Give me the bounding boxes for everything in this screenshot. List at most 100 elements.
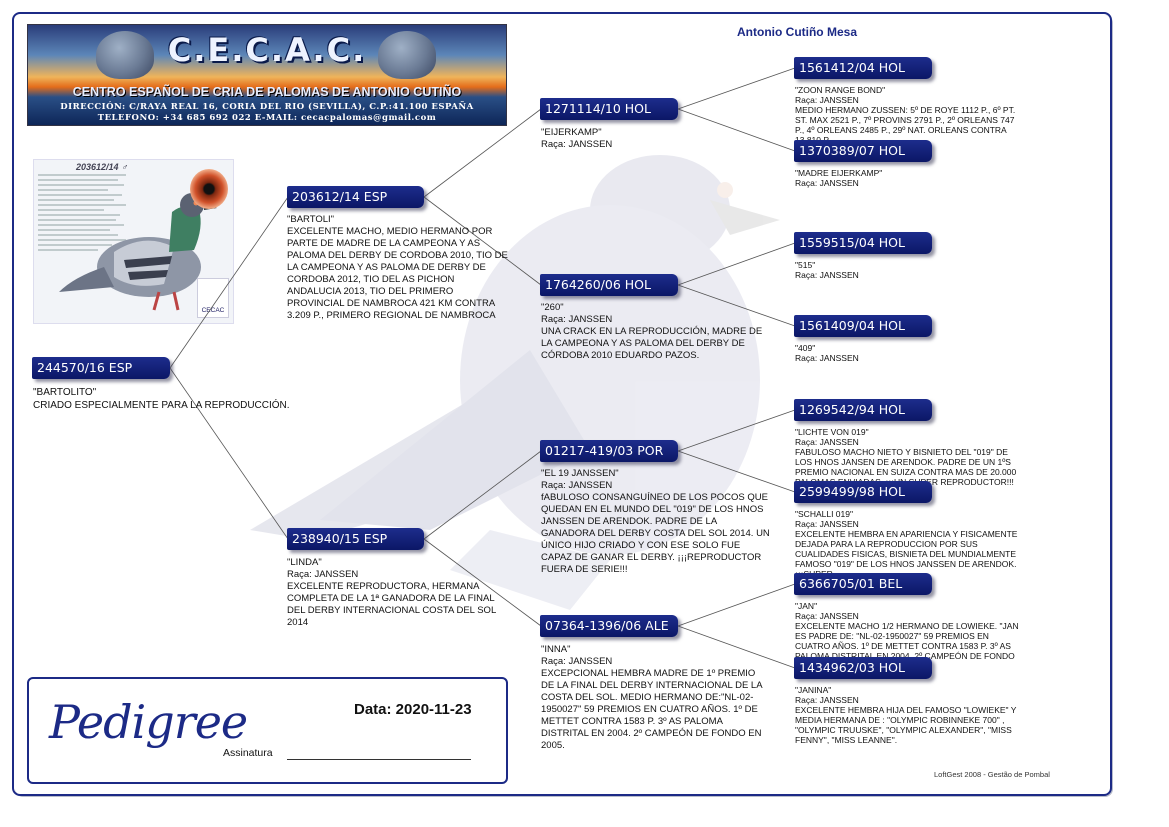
info-dsd: "SCHALLI 019" Raça: JANSSEN EXCELENTE HE… bbox=[795, 509, 1025, 579]
pigeon-name: "SCHALLI 019" bbox=[795, 509, 854, 519]
signature-label: Assinatura bbox=[223, 747, 273, 759]
info-ssd: "MADRE EIJERKAMP" Raça: JANSSEN bbox=[795, 168, 1020, 188]
pigeon-description: EXCELENTE HEMBRA HIJA DEL FAMOSO "LOWIEK… bbox=[795, 705, 1017, 745]
link-dam-dd bbox=[423, 538, 542, 627]
pigeon-name: "ZOON RANGE BOND" bbox=[795, 85, 886, 95]
ring-box-dss[interactable]: 1269542/94 HOL bbox=[794, 399, 932, 421]
pigeon-name: "LINDA" bbox=[287, 557, 322, 568]
link-ds-dss bbox=[677, 409, 796, 452]
cecac-banner: C.E.C.A.C. CENTRO ESPAÑOL DE CRIA DE PAL… bbox=[27, 24, 507, 126]
ring-box-sire[interactable]: 203612/14 ESP bbox=[287, 186, 424, 208]
pigeon-breed: Raça: JANSSEN bbox=[795, 353, 859, 363]
pigeon-description: EXCEPCIONAL HEMBRA MADRE DE 1º PREMIO DE… bbox=[541, 668, 763, 751]
pigeon-breed: Raça: JANSSEN bbox=[795, 178, 859, 188]
photo-ring-caption: 203612/14 ♂ bbox=[76, 162, 128, 172]
ring-box-subject[interactable]: 244570/16 ESP bbox=[32, 357, 170, 379]
pigeon-breed: Raça: JANSSEN bbox=[795, 95, 859, 105]
info-sire-sire: "EIJERKAMP" Raça: JANSSEN bbox=[541, 127, 766, 151]
link-ss-sss bbox=[677, 67, 796, 110]
ring-box-ssd[interactable]: 1370389/07 HOL bbox=[794, 140, 932, 162]
pigeon-breed: Raça: JANSSEN bbox=[541, 139, 613, 150]
owner-name: Antonio Cutiño Mesa bbox=[737, 25, 857, 39]
link-sire-sd bbox=[423, 196, 542, 286]
ring-box-dsd[interactable]: 2599499/98 HOL bbox=[794, 481, 932, 503]
pigeon-watermark bbox=[250, 155, 780, 610]
ring-box-sire-dam[interactable]: 1764260/06 HOL bbox=[540, 274, 678, 296]
pigeon-name: "515" bbox=[795, 260, 816, 270]
pigeon-breed: Raça: JANSSEN bbox=[541, 314, 613, 325]
pigeon-name: "409" bbox=[795, 343, 816, 353]
pigeon-name: "BARTOLI" bbox=[287, 214, 335, 225]
banner-line2: DIRECCIÓN: C/RAYA REAL 16, CORIA DEL RIO… bbox=[60, 102, 474, 112]
frame-shadow bbox=[15, 15, 1113, 797]
pigeon-eye-image bbox=[190, 169, 228, 209]
info-dam: "LINDA" Raça: JANSSEN EXCELENTE REPRODUC… bbox=[287, 557, 509, 629]
banner-line3: TELEFONO: +34 685 692 022 E-MAIL: cecacp… bbox=[97, 113, 437, 123]
pigeon-description: fABULOSO CONSANGUÍNEO DE LOS POCOS QUE Q… bbox=[541, 492, 770, 575]
pigeon-description: MEDIO HERMANO ZUSSEN: 5º DE ROYE 1112 P.… bbox=[795, 105, 1016, 145]
link-sd-sds bbox=[677, 242, 796, 286]
ring-box-dam-sire[interactable]: 01217-419/03 POR bbox=[540, 440, 678, 462]
pigeon-name: "EIJERKAMP" bbox=[541, 127, 602, 138]
pigeon-description: EXCELENTE MACHO, MEDIO HERMANO POR PARTE… bbox=[287, 226, 508, 321]
pigeon-name: "260" bbox=[541, 302, 564, 313]
pigeon-head-left-image bbox=[96, 31, 154, 79]
link-dd-ddd bbox=[677, 625, 796, 669]
pigeon-description: CRIADO ESPECIALMENTE PARA LA REPRODUCCIÓ… bbox=[33, 399, 290, 411]
cecac-logo: CECAC bbox=[197, 278, 229, 318]
info-sdd: "409" Raça: JANSSEN bbox=[795, 343, 1020, 363]
pigeon-breed: Raça: JANSSEN bbox=[541, 480, 613, 491]
info-sds: "515" Raça: JANSSEN bbox=[795, 260, 1020, 280]
pigeon-name: "BARTOLITO" bbox=[33, 387, 97, 398]
pigeon-breed: Raça: JANSSEN bbox=[287, 569, 359, 580]
pigeon-breed: Raça: JANSSEN bbox=[795, 270, 859, 280]
ring-box-sire-sire[interactable]: 1271114/10 HOL bbox=[540, 98, 678, 120]
info-ddd: "JANINA" Raça: JANSSEN EXCELENTE HEMBRA … bbox=[795, 685, 1017, 745]
signature-line[interactable] bbox=[287, 759, 471, 760]
ring-box-sss[interactable]: 1561412/04 HOL bbox=[794, 57, 932, 79]
link-ss-ssd bbox=[677, 108, 796, 152]
info-sire-dam: "260" Raça: JANSSEN UNA CRACK EN LA REPR… bbox=[541, 302, 769, 362]
link-subject-sire bbox=[169, 196, 289, 369]
ring-box-sdd[interactable]: 1561409/04 HOL bbox=[794, 315, 932, 337]
pigeon-breed: Raça: JANSSEN bbox=[795, 437, 859, 447]
pigeon-name: "JAN" bbox=[795, 601, 818, 611]
ring-box-sds[interactable]: 1559515/04 HOL bbox=[794, 232, 932, 254]
pigeon-breed: Raça: JANSSEN bbox=[795, 695, 859, 705]
pigeon-name: "JANINA" bbox=[795, 685, 832, 695]
pigeon-head-right-image bbox=[378, 31, 436, 79]
link-dam-ds bbox=[423, 450, 542, 540]
link-sd-sdd bbox=[677, 284, 796, 327]
info-sss: "ZOON RANGE BOND" Raça: JANSSEN MEDIO HE… bbox=[795, 85, 1020, 145]
banner-title: C.E.C.A.C. bbox=[167, 31, 367, 69]
pigeon-description: EXCELENTE REPRODUCTORA, HERMANA COMPLETA… bbox=[287, 581, 496, 628]
ring-box-ddd[interactable]: 1434962/03 HOL bbox=[794, 657, 932, 679]
ring-box-dds[interactable]: 6366705/01 BEL bbox=[794, 573, 932, 595]
pigeon-breed: Raça: JANSSEN bbox=[795, 519, 859, 529]
info-dam-dam: "INNA" Raça: JANSSEN EXCEPCIONAL HEMBRA … bbox=[541, 644, 763, 752]
pigeon-name: "LICHTE VON 019" bbox=[795, 427, 869, 437]
pigeon-name: "EL 19 JANSSEN" bbox=[541, 468, 619, 479]
pigeon-description: UNA CRACK EN LA REPRODUCCIÓN, MADRE DE L… bbox=[541, 326, 763, 361]
banner-line1: CENTRO ESPAÑOL DE CRIA DE PALOMAS DE ANT… bbox=[72, 85, 462, 99]
info-dss: "LICHTE VON 019" Raça: JANSSEN FABULOSO … bbox=[795, 427, 1025, 487]
pigeon-breed: Raça: JANSSEN bbox=[795, 611, 859, 621]
pedigree-signature-card: Pedigree Data: 2020-11-23 Assinatura bbox=[27, 677, 508, 784]
print-date: Data: 2020-11-23 bbox=[354, 701, 472, 718]
link-dd-dds bbox=[677, 583, 796, 627]
pigeon-breed: Raça: JANSSEN bbox=[541, 656, 613, 667]
pigeon-name: "MADRE EIJERKAMP" bbox=[795, 168, 883, 178]
pigeon-name: "INNA" bbox=[541, 644, 571, 655]
pigeon-description: FABULOSO MACHO NIETO Y BISNIETO DEL "019… bbox=[795, 447, 1017, 487]
ring-box-dam-dam[interactable]: 07364-1396/06 ALE bbox=[540, 615, 678, 637]
pedigree-logo: Pedigree bbox=[49, 695, 248, 749]
footer-credit: LoftGest 2008 - Gestão de Pombal bbox=[934, 770, 1050, 779]
ring-box-dam[interactable]: 238940/15 ESP bbox=[287, 528, 424, 550]
link-subject-dam bbox=[169, 367, 289, 540]
info-subject: "BARTOLITO" CRIADO ESPECIALMENTE PARA LA… bbox=[33, 387, 333, 412]
photo-text-lines bbox=[38, 174, 126, 254]
info-dam-sire: "EL 19 JANSSEN" Raça: JANSSEN fABULOSO C… bbox=[541, 468, 773, 576]
info-sire: "BARTOLI" EXCELENTE MACHO, MEDIO HERMANO… bbox=[287, 214, 509, 322]
pigeon-photo-card: 203612/14 ♂ CECAC bbox=[33, 159, 234, 324]
page-frame bbox=[12, 12, 1112, 796]
